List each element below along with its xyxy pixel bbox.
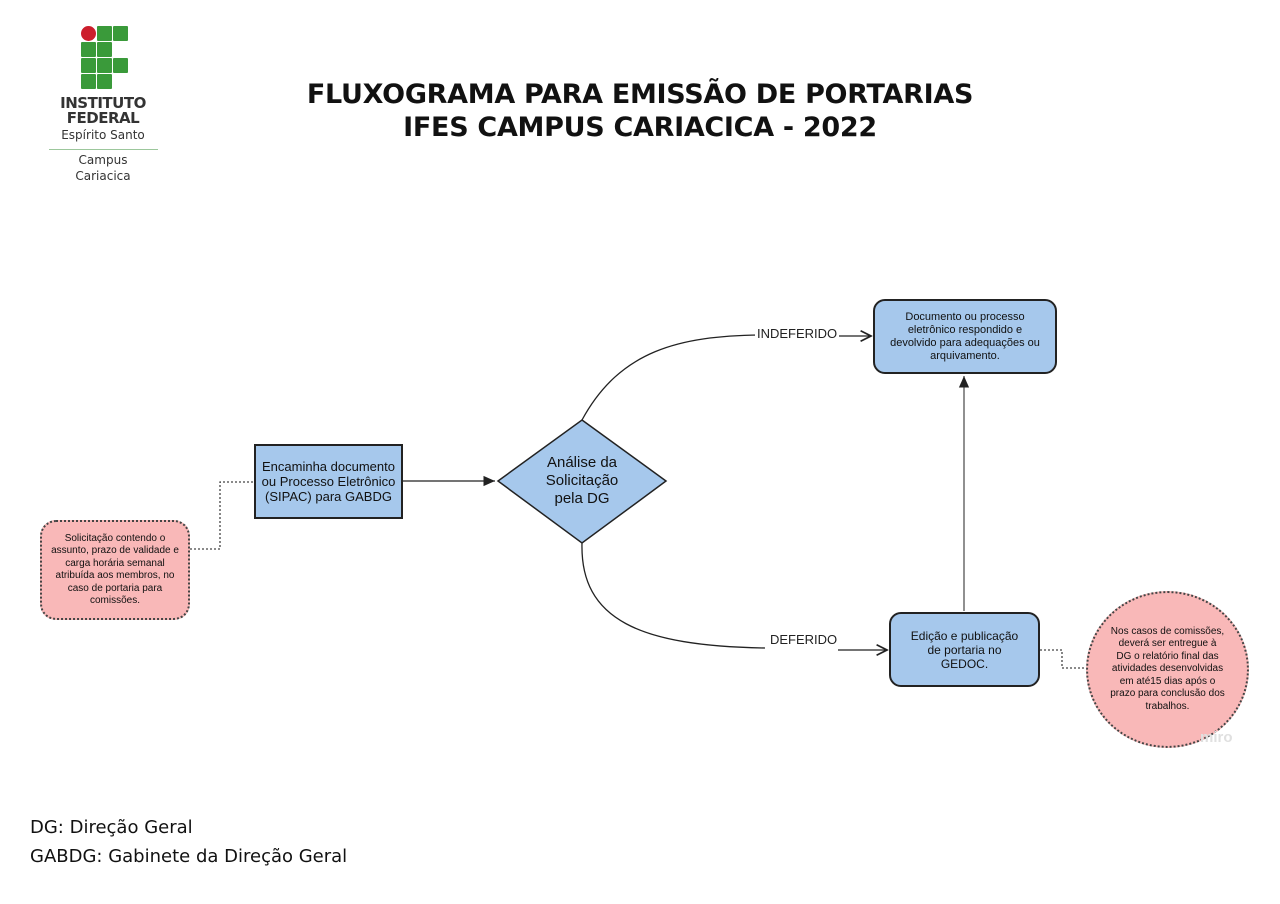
logo-square bbox=[113, 58, 128, 73]
logo-divider bbox=[49, 149, 158, 150]
page-title-line2: IFES CAMPUS CARIACICA - 2022 bbox=[403, 112, 877, 143]
logo-square bbox=[97, 26, 112, 41]
note-comissoes: Nos casos de comissões, deverá ser entre… bbox=[1086, 591, 1249, 748]
edge-label-indeferido: INDEFERIDO bbox=[755, 326, 840, 341]
logo-square bbox=[97, 74, 112, 89]
arrow-deferido bbox=[581, 542, 887, 650]
arrow-indeferido bbox=[581, 335, 871, 421]
decision-analise: Análise da Solicitação pela DG bbox=[545, 454, 619, 507]
edge-label-deferido: DEFERIDO bbox=[768, 632, 840, 647]
process-encaminha: Encaminha documento ou Processo Eletrôni… bbox=[254, 444, 403, 519]
legend-gabdg: GABDG: Gabinete da Direção Geral bbox=[30, 846, 348, 867]
logo-square bbox=[81, 58, 96, 73]
logo-text-federal: FEDERAL bbox=[66, 109, 140, 127]
logo-campus-name: Cariacica bbox=[75, 169, 131, 183]
logo-text-instituto: INSTITUTO bbox=[60, 94, 146, 112]
logo-red-dot bbox=[81, 26, 96, 41]
process-indeferido-result: Documento ou processo eletrônico respond… bbox=[873, 299, 1057, 374]
logo-campus: Campus bbox=[78, 153, 128, 167]
miro-watermark: miro bbox=[1200, 729, 1233, 746]
legend-dg: DG: Direção Geral bbox=[30, 817, 193, 838]
logo-square bbox=[81, 74, 96, 89]
dotted-connector-solicitacao bbox=[190, 481, 254, 550]
page-title-line1: FLUXOGRAMA PARA EMISSÃO DE PORTARIAS bbox=[306, 79, 974, 110]
logo-square bbox=[97, 42, 112, 57]
process-edicao: Edição e publicação de portaria no GEDOC… bbox=[889, 612, 1040, 687]
logo-square bbox=[113, 26, 128, 41]
note-solicitacao: Solicitação contendo o assunto, prazo de… bbox=[40, 520, 190, 620]
logo-square bbox=[97, 58, 112, 73]
dotted-connector-nota bbox=[1040, 649, 1086, 669]
logo-square bbox=[81, 42, 96, 57]
logo-text-state: Espírito Santo bbox=[61, 128, 145, 142]
